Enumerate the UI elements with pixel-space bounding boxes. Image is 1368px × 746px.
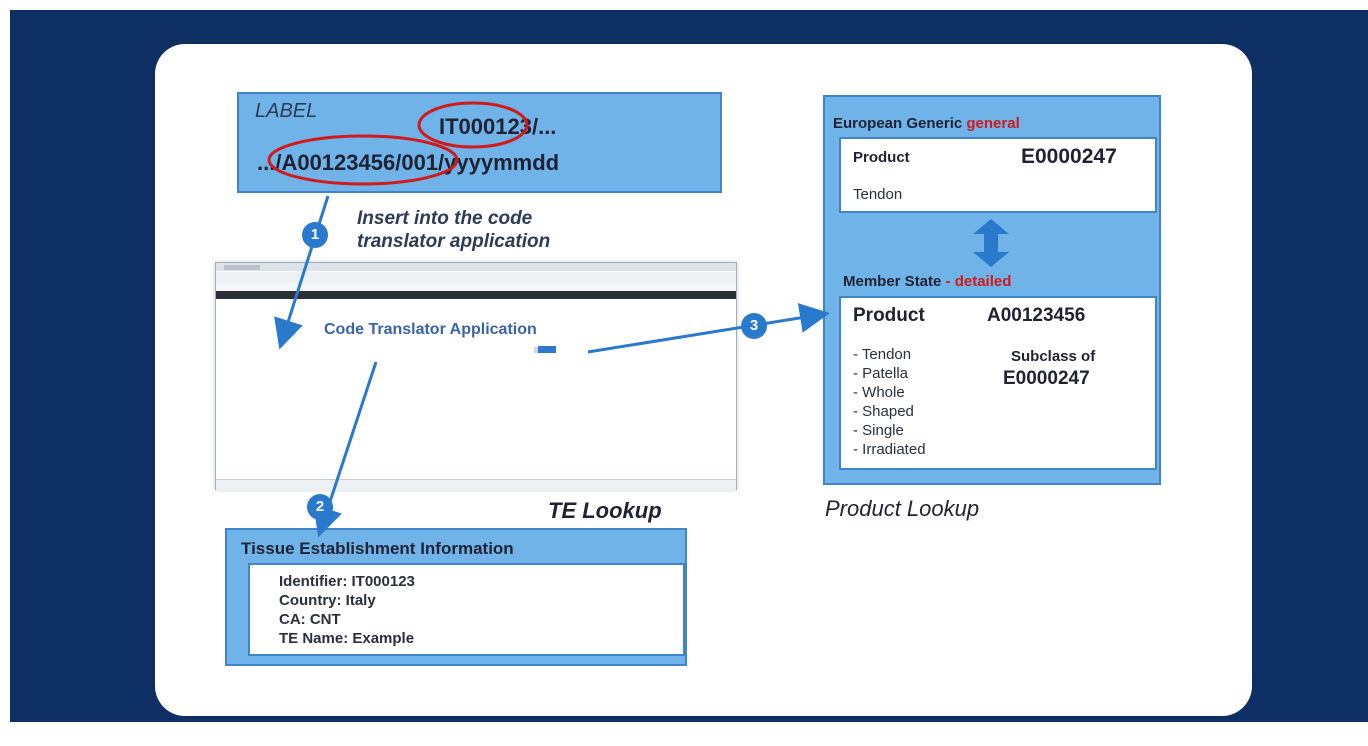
tissue-details: Identifier: IT000123 Country: Italy CA: … bbox=[248, 563, 685, 656]
european-header: European Generic general bbox=[833, 115, 1020, 132]
lookup-button[interactable] bbox=[538, 346, 556, 353]
european-tag: general bbox=[966, 115, 1020, 132]
european-product-box: Product E0000247 Tendon bbox=[839, 137, 1157, 213]
member-attr-2: - Patella bbox=[853, 365, 909, 382]
lookup-input[interactable] bbox=[534, 347, 538, 353]
app-window: Code Translator Application bbox=[215, 262, 737, 490]
member-tag: - detailed bbox=[945, 273, 1012, 290]
member-header-label: Member State bbox=[843, 273, 942, 290]
step-2-badge: 2 bbox=[307, 494, 333, 520]
subclass-code: E0000247 bbox=[1003, 368, 1090, 389]
step-3-badge: 3 bbox=[741, 313, 767, 339]
arrow-step-2 bbox=[313, 361, 378, 538]
tissue-country: Country: Italy bbox=[279, 592, 376, 609]
member-product-label: Product bbox=[853, 305, 925, 326]
step-1-badge: 1 bbox=[302, 222, 328, 248]
product-lookup-caption: Product Lookup bbox=[825, 496, 980, 521]
tissue-identifier: Identifier: IT000123 bbox=[279, 573, 415, 590]
instruction-text-2: translator application bbox=[357, 231, 551, 252]
label-line-1: IT000123/... bbox=[439, 114, 557, 139]
double-arrow-icon bbox=[973, 219, 1009, 267]
member-attr-6: - Irradiated bbox=[853, 441, 926, 458]
window-titlebar bbox=[216, 263, 736, 271]
arrow-step-3 bbox=[587, 303, 830, 354]
member-product-box: Product A00123456 - Tendon - Patella - W… bbox=[839, 296, 1157, 470]
label-caption: LABEL bbox=[255, 100, 318, 122]
highlight-oval-product-code bbox=[267, 134, 459, 186]
subclass-label: Subclass of bbox=[1011, 348, 1096, 365]
member-attr-1: - Tendon bbox=[853, 346, 912, 363]
tissue-establishment-box: Tissue Establishment Information Identif… bbox=[225, 528, 687, 666]
tissue-ca: CA: CNT bbox=[279, 611, 341, 628]
european-product-name: Tendon bbox=[853, 186, 903, 203]
toolbar bbox=[216, 283, 736, 291]
app-title: Code Translator Application bbox=[324, 321, 537, 338]
label-box: LABEL IT000123/... .../A00123456/001/yyy… bbox=[237, 92, 722, 193]
browser-tab bbox=[224, 265, 260, 270]
tissue-header: Tissue Establishment Information bbox=[241, 539, 514, 558]
member-attr-5: - Single bbox=[853, 422, 904, 439]
member-header: Member State - detailed bbox=[843, 273, 1011, 290]
tissue-te-name: TE Name: Example bbox=[279, 630, 415, 647]
arrow-step-1 bbox=[274, 195, 330, 350]
european-header-label: European Generic bbox=[833, 115, 963, 132]
instruction-text-1: Insert into the code bbox=[357, 208, 533, 229]
status-bar bbox=[216, 479, 736, 490]
member-attr-4: - Shaped bbox=[853, 403, 914, 420]
member-attr-3: - Whole bbox=[853, 384, 905, 401]
european-product-label: Product bbox=[853, 149, 910, 166]
product-panel: European Generic general Product E000024… bbox=[823, 95, 1161, 485]
highlight-oval-te-code bbox=[417, 101, 529, 149]
label-line-2: .../A00123456/001/yyyymmdd bbox=[257, 150, 560, 175]
member-product-code: A00123456 bbox=[987, 305, 1086, 326]
app-header-bar bbox=[216, 291, 736, 299]
te-lookup-caption: TE Lookup bbox=[548, 498, 662, 523]
european-product-code: E0000247 bbox=[1021, 145, 1117, 168]
